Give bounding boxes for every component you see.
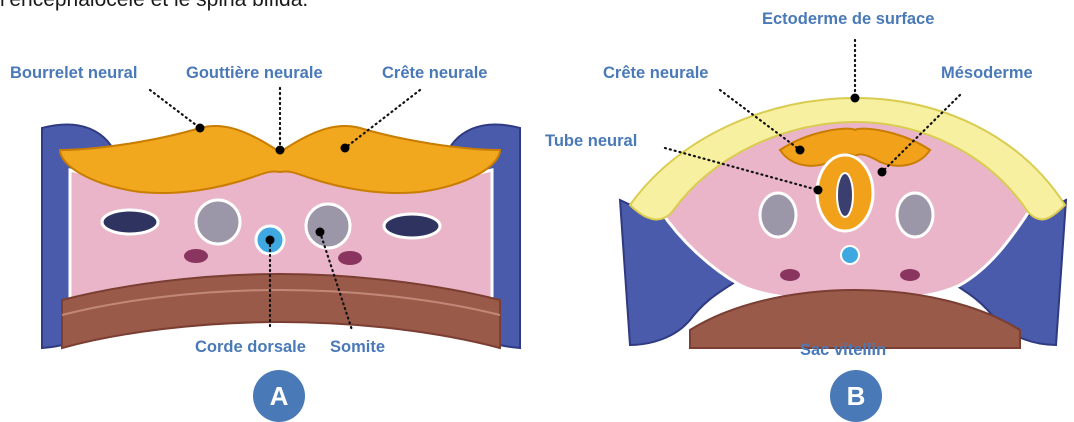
diagram-a	[42, 88, 520, 348]
coelom-left-a	[102, 210, 158, 234]
endpoint-tube-neural	[814, 186, 823, 195]
label-tube-neural: Tube neural	[545, 132, 637, 151]
leader-bourrelet-neural	[150, 90, 200, 128]
label-sac-vitellin: Sac vitellin	[800, 341, 886, 360]
label-crete-neurale-a: Crête neurale	[382, 64, 487, 83]
label-gouttiere-neurale: Gouttière neurale	[186, 64, 323, 83]
somite-right-b	[897, 193, 933, 237]
endpoint-somite	[316, 228, 325, 237]
label-somite: Somite	[330, 338, 385, 357]
yolk-band-b	[690, 290, 1020, 348]
aorta-left-a	[184, 249, 208, 263]
aorta-left-b	[780, 269, 800, 281]
badge-a: A	[253, 370, 305, 422]
aorta-right-b	[900, 269, 920, 281]
aorta-right-a	[338, 251, 362, 265]
label-crete-neurale-b: Crête neurale	[603, 64, 708, 83]
somite-left-b	[760, 193, 796, 237]
label-bourrelet-neural: Bourrelet neural	[10, 64, 137, 83]
endpoint-crete-neurale-b	[796, 146, 805, 155]
diagram-b	[620, 40, 1066, 348]
coelom-right-a	[384, 214, 440, 238]
endpoint-mesoderme	[878, 168, 887, 177]
neural-canal-b	[837, 173, 853, 217]
label-mesoderme: Mésoderme	[941, 64, 1033, 83]
somite-right-a	[306, 204, 350, 248]
endpoint-bourrelet-neural	[196, 124, 205, 133]
endpoint-ectoderme-de-surface	[851, 94, 860, 103]
badge-b: B	[830, 370, 882, 422]
notochord-b	[841, 246, 859, 264]
somite-left-a	[196, 200, 240, 244]
endpoint-crete-neurale-a	[341, 144, 350, 153]
endpoint-gouttiere-neurale	[276, 146, 285, 155]
endpoint-corde-dorsale	[266, 236, 275, 245]
label-corde-dorsale: Corde dorsale	[195, 338, 306, 357]
label-ectoderme-de-surface: Ectoderme de surface	[762, 10, 934, 29]
